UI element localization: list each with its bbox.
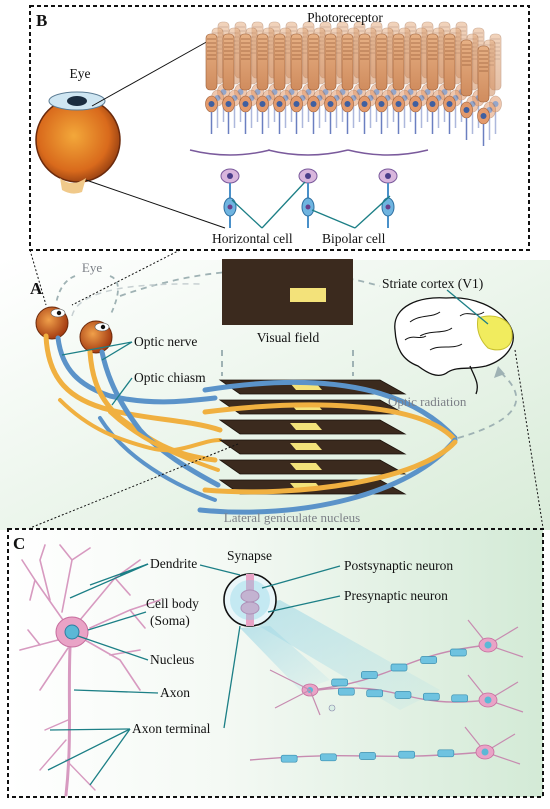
- photoreceptor-cell: [324, 33, 337, 134]
- striate-cortex-label: Striate cortex (V1): [382, 276, 483, 291]
- photoreceptor-cell: [205, 33, 218, 134]
- zoom-dotted-right: [71, 249, 181, 306]
- soma-label: (Soma): [150, 613, 190, 628]
- panel-b-leaders: [231, 181, 391, 229]
- postsynaptic-label: Postsynaptic neuron: [344, 558, 453, 573]
- zoom-line-top: [91, 39, 211, 107]
- eye-label-a: Eye: [82, 260, 102, 275]
- photoreceptor-cell: [426, 33, 439, 134]
- lgn-layer: [218, 439, 407, 455]
- striate-leader: [446, 289, 489, 325]
- panel-c-letter: C: [13, 534, 25, 553]
- dendrite-label: Dendrite: [150, 556, 197, 571]
- bipolar-cell-label: Bipolar cell: [322, 231, 386, 246]
- synapse-label: Synapse: [227, 548, 272, 563]
- panel-b-letter: B: [36, 11, 47, 30]
- brain-illustration: [394, 297, 514, 395]
- visual-arrow-top2: [71, 283, 201, 317]
- panel-a-leaders: [61, 341, 133, 406]
- optic-pathways: [43, 333, 223, 502]
- retina-cells: [189, 149, 429, 228]
- axon-terminal-label: Axon terminal: [132, 721, 211, 736]
- photoreceptor-cell: [477, 45, 490, 146]
- cell-body-label: Cell body: [146, 596, 199, 611]
- photoreceptor-cell: [290, 33, 303, 134]
- lgn-label: Lateral geniculate nucleus: [224, 510, 360, 525]
- visual-field-label: Visual field: [257, 330, 320, 345]
- zoom-dotted-left: [29, 249, 47, 306]
- right-eye: [79, 320, 113, 354]
- eye-label-b: Eye: [70, 66, 91, 81]
- retina-cell-group: [189, 149, 271, 228]
- lgn-layer: [218, 419, 407, 435]
- axon-label: Axon: [160, 685, 190, 700]
- photoreceptor-cell: [256, 33, 269, 134]
- photoreceptor-cell: [409, 33, 422, 134]
- lgn-layer: [218, 459, 407, 475]
- photoreceptor-cell: [392, 33, 405, 134]
- nucleus-label: Nucleus: [150, 652, 194, 667]
- optic-nerve-label: Optic nerve: [134, 334, 197, 349]
- photoreceptor-cell: [358, 33, 371, 134]
- photoreceptor-cell: [460, 39, 473, 140]
- photoreceptor-cell: [273, 33, 286, 134]
- horizontal-cell-label: Horizontal cell: [212, 231, 293, 246]
- synapse-magnifier: [223, 573, 440, 710]
- presynaptic-label: Presynaptic neuron: [344, 588, 448, 603]
- optic-radiation-arrowhead: [494, 366, 505, 378]
- small-neurons: [249, 619, 524, 765]
- large-neuron: [19, 544, 161, 797]
- nucleus: [64, 624, 80, 640]
- panel-c-leaders: [47, 563, 341, 786]
- small-neuron: [317, 674, 524, 713]
- photoreceptor-cell: [443, 33, 456, 134]
- optic-radiation-label: Optic radiation: [388, 394, 467, 409]
- small-neuron: [249, 726, 521, 765]
- lgn-outline: [197, 379, 458, 515]
- small-neuron: [269, 619, 524, 716]
- zoom-c-left: [29, 443, 239, 529]
- retina-cell-group: [347, 149, 429, 228]
- optic-chiasm-label: Optic chiasm: [134, 370, 206, 385]
- photoreceptor-cell: [375, 33, 388, 134]
- zoom-line-bottom: [85, 179, 226, 229]
- photoreceptor-cell: [341, 33, 354, 134]
- photoreceptor-array: [205, 21, 502, 146]
- photoreceptor-label: Photoreceptor: [307, 10, 383, 25]
- photoreceptor-cell: [307, 33, 320, 134]
- photoreceptor-cell: [239, 33, 252, 134]
- retina-cell-group: [267, 149, 349, 228]
- eye-arrow-left: [55, 275, 76, 305]
- visual-field-box: [222, 259, 353, 325]
- left-eye: [35, 306, 69, 340]
- photoreceptor-cell: [222, 33, 235, 134]
- eye-illustration: [35, 91, 121, 194]
- eye-arrow-right: [109, 275, 119, 317]
- panel-a-letter: A: [30, 279, 43, 298]
- visual-field-highlight: [290, 288, 326, 302]
